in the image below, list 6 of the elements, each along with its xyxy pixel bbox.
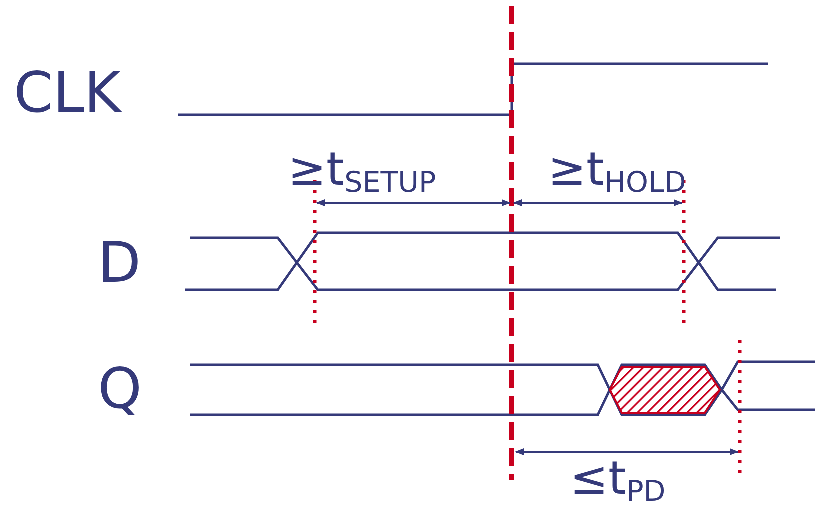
- signal-label: Q: [98, 362, 142, 418]
- signal-label: D: [98, 236, 142, 292]
- timing-label: ≥t$_{HOLD}$: [548, 146, 686, 198]
- signal-label: CLK: [14, 66, 122, 122]
- timing-label: ≥t$_{SETUP}$: [288, 146, 436, 198]
- timing-label: ≤t$_{PD}$: [570, 455, 666, 507]
